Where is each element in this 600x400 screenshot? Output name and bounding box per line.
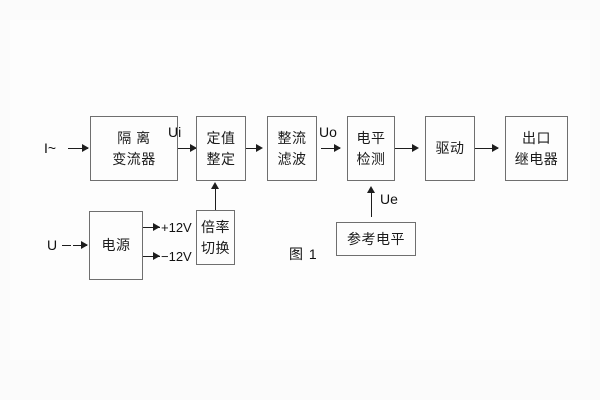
block-reference-level-line-1: 参考电平 [347, 230, 405, 247]
block-output-relay[interactable]: 出口 继电器 [505, 116, 568, 181]
rail-negative-line [143, 256, 160, 257]
block-isolation-ct-line-1: 隔 离 [117, 130, 151, 147]
block-reference-level[interactable]: 参考电平 [336, 222, 416, 256]
level-to-drive-arrowhead [412, 143, 419, 152]
block-level-detect-line-2: 检测 [356, 150, 386, 167]
block-rectify-filter-line-2: 滤波 [277, 150, 307, 167]
block-isolation-ct-line-2: 变流器 [112, 150, 156, 167]
uo-signal-label: Uo [319, 124, 337, 140]
multiplier-to-setting-line [215, 188, 216, 210]
ui-connector-line [178, 148, 196, 149]
block-output-relay-line-2: 继电器 [514, 150, 559, 167]
block-power-supply[interactable]: 电源 [89, 211, 143, 280]
current-input-line [68, 148, 88, 149]
rail-negative-label: −12V [161, 249, 192, 264]
block-setting-value-line-2: 整定 [206, 150, 236, 167]
voltage-input-arrowhead [81, 240, 88, 249]
rail-positive-line [143, 227, 160, 228]
block-output-relay-line-1: 出口 [522, 130, 551, 147]
block-level-detect-line-1: 电平 [356, 130, 386, 147]
block-rectify-filter-line-1: 整流 [277, 130, 307, 147]
multiplier-to-setting-arrowhead [210, 182, 219, 189]
setting-to-rectify-arrowhead [256, 143, 263, 152]
current-input-label: I~ [44, 140, 57, 156]
voltage-input-label: U [47, 237, 58, 253]
uo-connector-line [321, 148, 340, 149]
uo-connector-arrowhead [334, 143, 341, 152]
rail-negative-arrowhead [153, 251, 160, 260]
current-input-arrowhead [82, 143, 89, 152]
block-drive[interactable]: 驱动 [425, 116, 475, 181]
level-to-drive-line [395, 148, 417, 149]
block-level-detect[interactable]: 电平 检测 [347, 116, 395, 181]
voltage-input-dash [62, 245, 71, 246]
ue-connector-line [371, 192, 372, 217]
drive-to-relay-arrowhead [492, 143, 499, 152]
figure-plate [10, 20, 590, 360]
rail-positive-label: +12V [161, 220, 192, 235]
rail-positive-arrowhead [153, 222, 160, 231]
ue-connector-arrowhead [366, 186, 375, 193]
ui-signal-label: Ui [168, 124, 182, 140]
block-rectify-filter[interactable]: 整流 滤波 [267, 116, 317, 181]
block-multiplier-switch-line-2: 切换 [201, 239, 230, 256]
block-multiplier-switch[interactable]: 倍率 切换 [196, 210, 235, 265]
block-setting-value[interactable]: 定值 整定 [196, 116, 246, 181]
block-isolation-ct[interactable]: 隔 离 变流器 [90, 116, 178, 181]
block-power-supply-line-1: 电源 [101, 237, 131, 254]
block-setting-value-line-1: 定值 [206, 130, 236, 147]
ui-connector-arrowhead [190, 143, 197, 152]
drive-to-relay-line [475, 148, 498, 149]
figure-caption: 图 1 [289, 246, 318, 262]
voltage-input-line [73, 245, 87, 246]
setting-to-rectify-line [246, 148, 261, 149]
block-multiplier-switch-line-1: 倍率 [201, 219, 230, 236]
ue-signal-label: Ue [380, 191, 398, 207]
block-drive-line-1: 驱动 [435, 140, 465, 157]
